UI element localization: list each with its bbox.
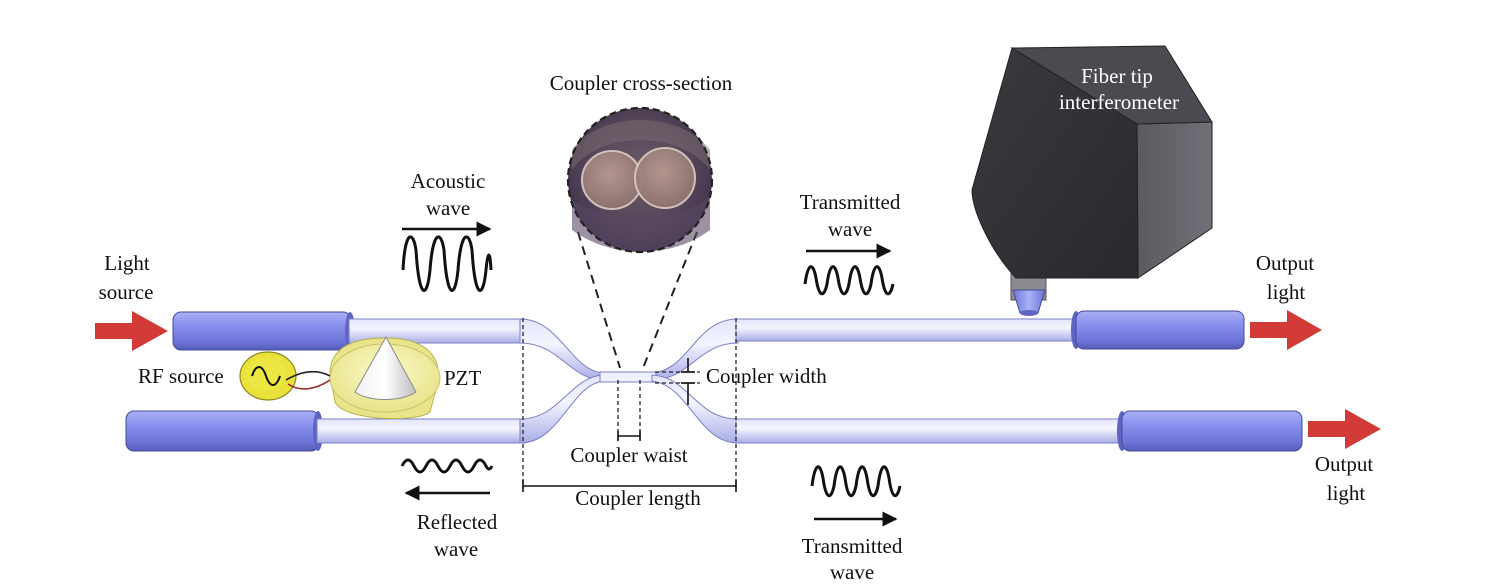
acoustic-wave-sine	[401, 235, 493, 292]
top-left-jacket	[172, 311, 352, 351]
top-fiber	[172, 310, 1245, 381]
cross-section-image	[566, 106, 714, 254]
rf-source-icon	[239, 351, 331, 401]
reflected-sine	[400, 458, 494, 474]
coupler-width-label: Coupler width	[706, 364, 827, 388]
output-bottom-label-line2: light	[1326, 481, 1366, 505]
rf-source-label: RF source	[138, 364, 224, 388]
output-bottom-arrow	[1308, 409, 1381, 449]
coupler-waist-bracket	[617, 431, 641, 441]
pzt-label: PZT	[444, 366, 482, 390]
top-right-jacket	[1075, 310, 1245, 350]
fiber-tip-label-line1: Fiber tip	[1081, 64, 1153, 88]
bottom-taper-left	[519, 374, 604, 444]
output-top-label-line1: Output	[1255, 251, 1315, 275]
light-source-label-line1: Light	[104, 251, 150, 275]
light-source-label-line2: source	[98, 280, 154, 304]
coupler-waist-label: Coupler waist	[570, 443, 688, 467]
cross-section-label: Coupler cross-section	[549, 71, 733, 95]
transmitted-top-sine	[803, 265, 895, 296]
reflected-label-line2: wave	[433, 537, 479, 561]
fiber-tip-interferometer	[971, 45, 1213, 316]
reflected-label-line1: Reflected	[416, 510, 498, 534]
bottom-left-jacket	[125, 410, 320, 452]
pzt-transducer	[329, 335, 441, 419]
bottom-right-jacket	[1121, 410, 1303, 452]
output-top-arrow	[1250, 310, 1322, 350]
coupler-length-bracket	[522, 480, 737, 492]
coupler-width-bracket	[681, 358, 695, 405]
coupler-waist-region	[599, 371, 657, 383]
transmitted-bottom-sine	[810, 465, 902, 497]
zoom-lines	[577, 231, 698, 369]
acoustic-wave-label-line2: wave	[425, 196, 471, 220]
transmitted-top-label-line1: Transmitted	[799, 190, 901, 214]
guide-lines	[522, 318, 737, 488]
fiber-tip-label-line2: interferometer	[1058, 90, 1180, 114]
acoustic-wave-label-line1: Acoustic	[410, 169, 486, 193]
transmitted-bottom-label-line1: Transmitted	[801, 534, 903, 558]
input-light-arrow	[95, 311, 168, 351]
coupler-length-label: Coupler length	[575, 486, 701, 510]
probe-tip	[1012, 289, 1046, 314]
transmitted-bottom-label-line2: wave	[829, 560, 875, 584]
top-taper-left	[519, 318, 604, 381]
transmitted-top-label-line2: wave	[827, 217, 873, 241]
output-top-label-line2: light	[1266, 280, 1306, 304]
pzt-cone	[354, 335, 417, 400]
output-bottom-label-line1: Output	[1314, 452, 1374, 476]
